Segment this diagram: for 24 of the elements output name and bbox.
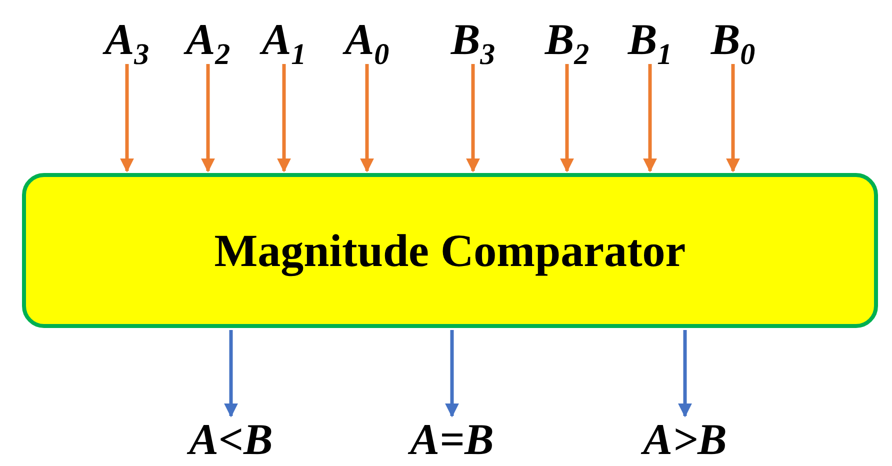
output-label: A>B (643, 418, 727, 462)
input-label: B$_{2}$ (544, 18, 590, 62)
input-label: A$_{3}$ (104, 18, 150, 62)
arrow (201, 64, 215, 172)
input-label: B$_{1}$ (628, 18, 672, 62)
block-title: Magnitude Comparator (214, 224, 686, 277)
arrow (120, 64, 134, 172)
output-label: A=B (410, 418, 494, 462)
arrow (560, 64, 574, 172)
output-label: A<B (189, 418, 273, 462)
arrow (678, 330, 692, 418)
arrow (277, 64, 291, 172)
comparator-block (22, 173, 878, 328)
arrow (726, 64, 740, 172)
arrow (360, 64, 374, 172)
arrow (466, 64, 480, 172)
input-label: A$_{2}$ (186, 18, 230, 62)
input-label: A$_{0}$ (344, 18, 390, 62)
input-label: A$_{1}$ (262, 18, 306, 62)
arrow (445, 330, 459, 418)
input-label: B$_{0}$ (710, 18, 756, 62)
arrow (224, 330, 238, 418)
input-label: B$_{3}$ (450, 18, 496, 62)
arrow (643, 64, 657, 172)
